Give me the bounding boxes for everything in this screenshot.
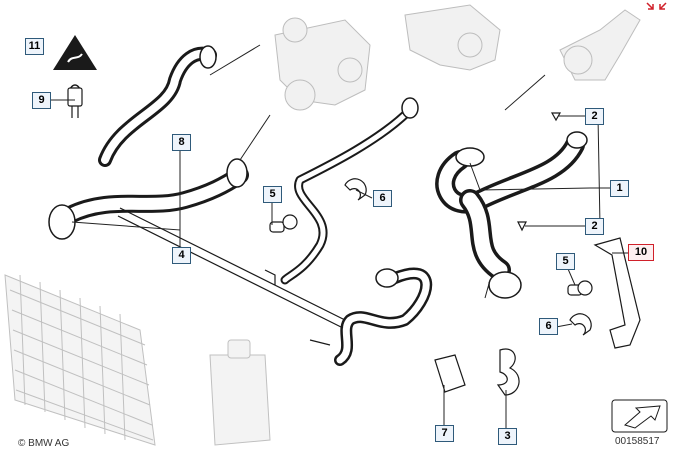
sensor-9 bbox=[67, 87, 83, 107]
callout-1[interactable]: 1 bbox=[610, 180, 629, 197]
hoses bbox=[61, 46, 585, 366]
callout-5-right[interactable]: 5 bbox=[556, 253, 575, 270]
callout-6-top[interactable]: 6 bbox=[373, 190, 392, 207]
small-parts bbox=[67, 87, 641, 396]
direction-arrow-icon bbox=[611, 399, 668, 433]
outlet-pipe-ghost bbox=[559, 9, 641, 81]
screw-2-lower bbox=[517, 221, 527, 232]
callout-8[interactable]: 8 bbox=[172, 134, 191, 151]
holder-7 bbox=[434, 354, 466, 393]
callout-10[interactable]: 10 bbox=[628, 244, 654, 261]
expand-arrows-icon bbox=[646, 2, 667, 10]
thermostat-housing-ghost bbox=[404, 4, 501, 71]
holder-3 bbox=[496, 348, 520, 396]
copyright-text: © BMW AG bbox=[18, 438, 70, 449]
clip-6-right bbox=[569, 313, 592, 336]
diagram-id: 00158517 bbox=[615, 436, 660, 447]
bracket-4 bbox=[117, 207, 346, 346]
water-pump-ghost bbox=[274, 17, 371, 111]
radiator-ghost bbox=[4, 274, 156, 446]
callout-2-top[interactable]: 2 bbox=[585, 108, 604, 125]
callout-9[interactable]: 9 bbox=[32, 92, 51, 109]
warning-label-11 bbox=[53, 35, 97, 70]
callout-3[interactable]: 3 bbox=[498, 428, 517, 445]
callout-5-top[interactable]: 5 bbox=[263, 186, 282, 203]
callout-6-right[interactable]: 6 bbox=[539, 318, 558, 335]
expansion-tank-ghost bbox=[209, 339, 271, 446]
clip-6-top bbox=[344, 178, 367, 201]
callout-4[interactable]: 4 bbox=[172, 247, 191, 264]
callout-11[interactable]: 11 bbox=[25, 38, 44, 55]
plug-5-top bbox=[269, 221, 285, 233]
callout-2-lower[interactable]: 2 bbox=[585, 218, 604, 235]
callout-7[interactable]: 7 bbox=[435, 425, 454, 442]
bracket-10 bbox=[593, 237, 641, 349]
